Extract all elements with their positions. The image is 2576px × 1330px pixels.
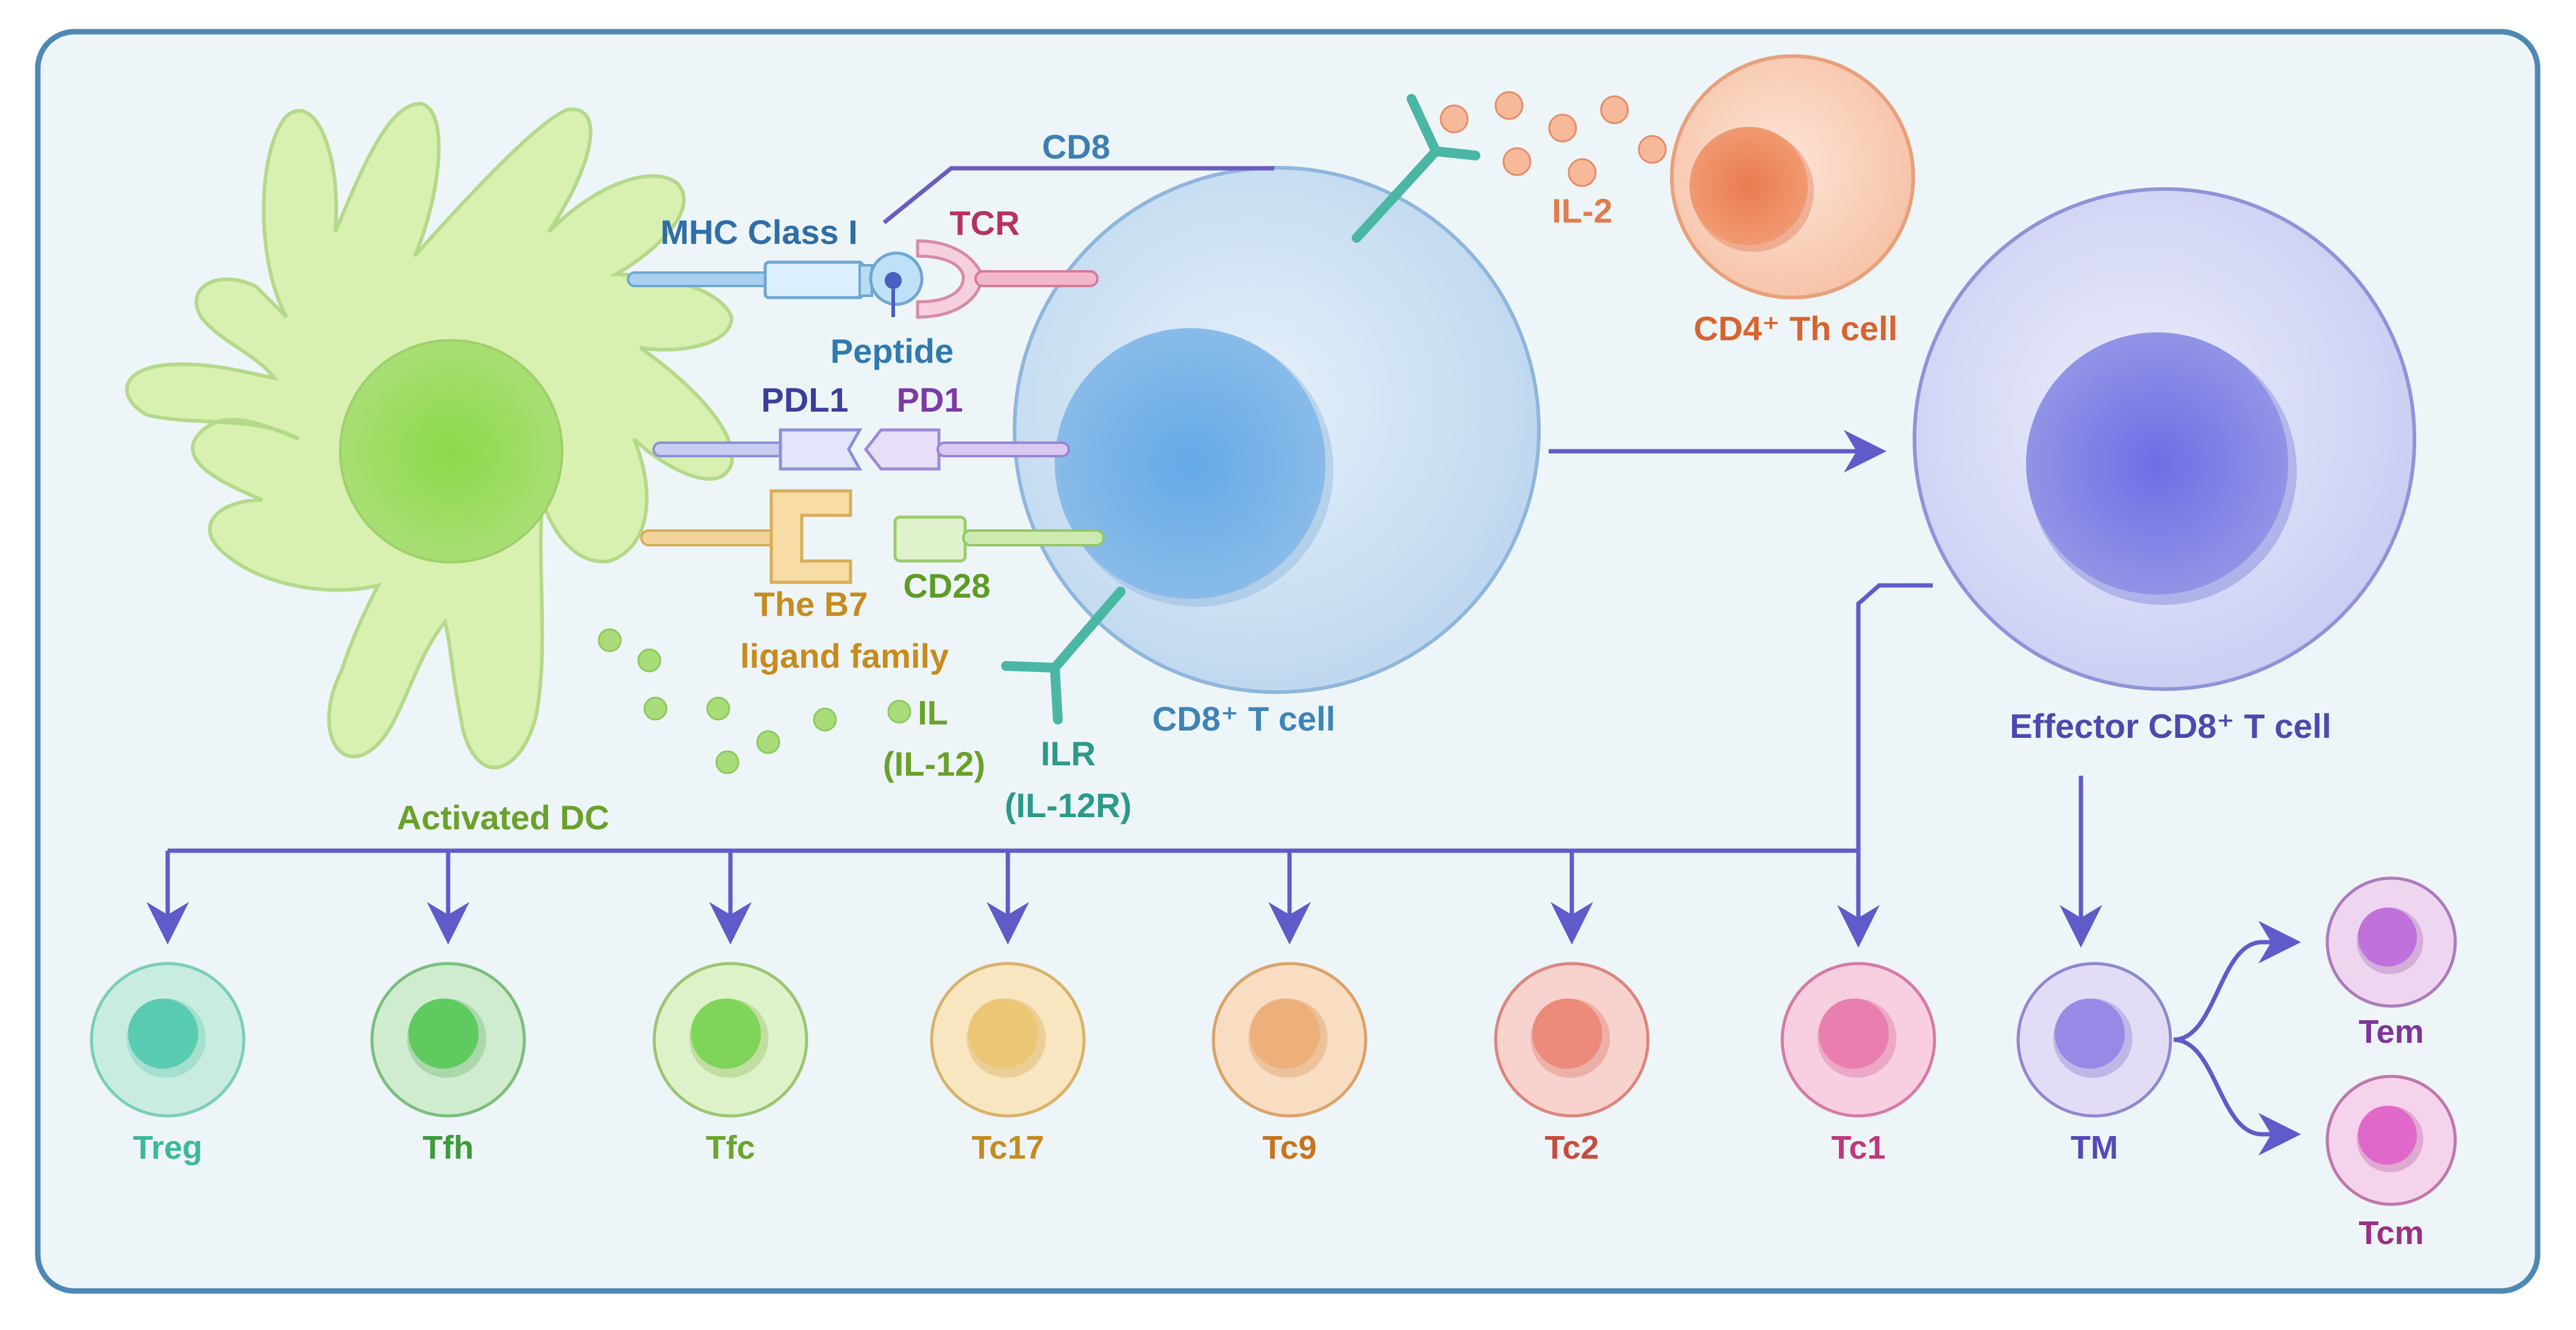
subset-cell-nucleus-tcm (2358, 1106, 2417, 1165)
subset-cell-tm: TM (2016, 962, 2172, 1166)
cd28-receptor (893, 515, 1105, 563)
il-2-cytokine-dots (1440, 91, 1667, 187)
pdl1-molecule (652, 428, 863, 471)
subset-cell-tfc: Tfc (652, 962, 808, 1166)
label-activated-dc: Activated DC (397, 798, 610, 837)
subset-label-tem: Tem (2358, 1014, 2424, 1050)
tcr-receptor (916, 239, 1099, 319)
subset-cell-treg: Treg (90, 962, 246, 1166)
subset-label-tc2: Tc2 (1544, 1129, 1599, 1166)
subset-cell-tfh: Tfh (370, 962, 526, 1166)
effector-cd8-t-cell (1913, 187, 2416, 691)
mhc-class-i-molecule (627, 260, 873, 299)
subset-cell-nucleus-tc1 (1819, 998, 1889, 1069)
subset-cell-tc17: Tc17 (930, 962, 1086, 1166)
label-pd1: PD1 (897, 381, 963, 419)
label-mhc-class-i: MHC Class I (660, 213, 858, 251)
subset-label-tfc: Tfc (706, 1129, 755, 1166)
label-b7-line1: The B7 (754, 585, 868, 623)
cd8-t-cell (1013, 166, 1541, 694)
subset-cell-tc9: Tc9 (1211, 962, 1368, 1166)
b7-ligand (640, 489, 852, 584)
subset-label-tm: TM (2071, 1129, 2118, 1166)
subset-cell-nucleus-tm (2055, 998, 2125, 1069)
pd1-molecule (863, 428, 1070, 471)
subset-arrows (146, 776, 2301, 1156)
label-cd4-th-cell: CD4⁺ Th cell (1694, 309, 1898, 348)
subset-label-tc9: Tc9 (1262, 1129, 1316, 1166)
label-il-12r: (IL-12R) (1005, 786, 1132, 824)
subset-cell-nucleus-tc2 (1532, 998, 1602, 1069)
cd8-nucleus (1055, 328, 1325, 599)
subset-cell-tc2: Tc2 (1494, 962, 1650, 1166)
activated-dc (125, 101, 734, 770)
label-peptide: Peptide (830, 332, 954, 370)
subset-label-tcm: Tcm (2358, 1215, 2424, 1251)
cd8-line (882, 166, 1274, 224)
cd4-nucleus (1689, 127, 1808, 245)
subset-cell-nucleus-tc9 (1250, 998, 1320, 1069)
subset-label-tc17: Tc17 (971, 1129, 1044, 1166)
label-il: IL (918, 693, 948, 732)
label-effector-cd8-t-cell: Effector CD8⁺ T cell (2010, 707, 2331, 745)
dc-nucleus (339, 339, 563, 563)
subset-label-tfh: Tfh (423, 1129, 474, 1166)
subset-cell-tcm: Tcm (2325, 1074, 2457, 1251)
cd4-th-cell (1670, 54, 1915, 299)
label-pdl1: PDL1 (761, 381, 848, 419)
subset-cell-nucleus-treg (128, 998, 198, 1069)
peptide (869, 251, 924, 317)
subset-label-treg: Treg (133, 1129, 202, 1166)
subset-cell-nucleus-tem (2358, 907, 2417, 967)
label-b7-line2: ligand family (740, 637, 949, 675)
subset-cell-nucleus-tfh (409, 998, 479, 1069)
label-cd28: CD28 (903, 567, 990, 605)
label-ilr: ILR (1041, 734, 1096, 773)
label-tcr: TCR (949, 204, 1019, 242)
il-12-cytokine-dots (598, 628, 912, 774)
subset-cell-nucleus-tc17 (968, 998, 1038, 1069)
label-il-12: (IL-12) (883, 745, 985, 783)
subset-cell-tem: Tem (2325, 876, 2457, 1050)
subset-cell-tc1: Tc1 (1780, 962, 1936, 1166)
label-cd8-t-cell: CD8⁺ T cell (1152, 699, 1335, 738)
effector-nucleus (2026, 332, 2288, 595)
subset-cell-nucleus-tfc (691, 998, 761, 1069)
label-il-2: IL-2 (1552, 191, 1613, 230)
il-2-receptor (1352, 94, 1480, 243)
subset-label-tc1: Tc1 (1831, 1129, 1885, 1166)
label-cd8: CD8 (1042, 127, 1110, 166)
ilr-receptor (1001, 587, 1126, 724)
